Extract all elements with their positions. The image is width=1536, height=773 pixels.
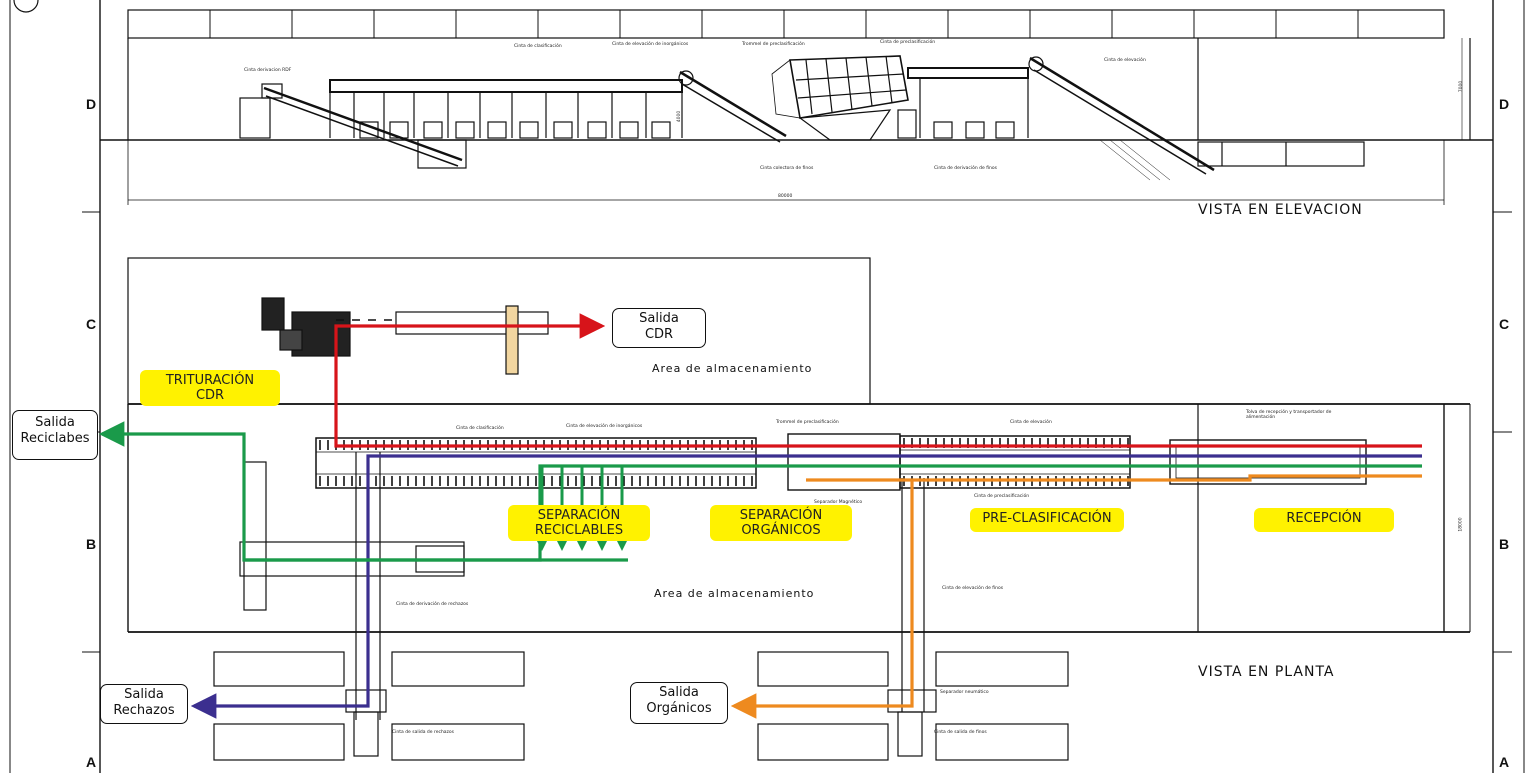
grid-letter-d-right: D — [1499, 96, 1510, 112]
plan-note-elevacion: Cinta de elevación — [1010, 420, 1052, 425]
dimension-height: 7000 — [1459, 80, 1465, 93]
elevation-view — [100, 9, 1493, 205]
plan-note-neumatico: Separador neumático — [940, 690, 989, 695]
flow-reciclables — [98, 421, 1422, 562]
dimension-width: 18000 — [1458, 517, 1464, 532]
grid-letter-c-left: C — [86, 316, 97, 332]
elevation-note-clasificacion: Cinta de clasificación — [514, 44, 562, 49]
flow-organicos — [730, 474, 1422, 719]
plan-note-preclasificacion: Cinta de preclasificación — [974, 494, 1030, 499]
elevation-note-colectora: Cinta colectora de finos — [760, 166, 814, 171]
plan-view — [127, 257, 1471, 761]
elevation-note-elev-inorg: Cinta de elevación de inorgánicos — [612, 42, 689, 47]
elevation-note-trommel: Trommel de preclasificación — [742, 42, 805, 47]
elevation-note-rdf: Cinta derivacion RDF — [244, 68, 292, 73]
storage-area-label-top: Area de almacenamiento — [652, 362, 813, 375]
grid-letter-a-left: A — [86, 754, 97, 770]
stage-separacion-organicos-label: SEPARACIÓN ORGÁNICOS — [710, 505, 852, 541]
grid-letter-b-right: B — [1499, 536, 1510, 552]
stage-pre-clasificacion-label: PRE-CLASIFICACIÓN — [970, 508, 1124, 532]
stage-separacion-reciclables-label: SEPARACIÓN RECICLABLES — [508, 505, 650, 541]
storage-area-label-bottom: Area de almacenamiento — [654, 587, 815, 600]
elevation-view-title: VISTA EN ELEVACION — [1198, 202, 1363, 218]
plan-view-title: VISTA EN PLANTA — [1198, 664, 1335, 680]
plan-note-trommel: Trommel de preclasificación — [776, 420, 839, 425]
dimension-elevator: 4000 — [677, 110, 683, 123]
grid-letter-c-right: C — [1499, 316, 1510, 332]
output-cdr-callout: Salida CDR — [612, 308, 706, 348]
grid-letter-a-right: A — [1499, 754, 1510, 770]
output-organicos-callout: Salida Orgánicos — [630, 682, 728, 724]
grid-letter-b-left: B — [86, 536, 97, 552]
elevation-note-preclas: Cinta de preclasificación — [880, 40, 936, 45]
plan-note-tolva: Tolva de recepción y transportador de al… — [1246, 410, 1332, 420]
plan-note-salida-finos: Cinta de salida de finos — [934, 730, 987, 735]
grid-letter-d-left: D — [86, 96, 97, 112]
flow-rechazos — [190, 454, 1422, 719]
output-reciclables-callout: Salida Reciclabes — [12, 410, 98, 460]
plan-note-elev-inorg: Cinta de elevación de inorgánicos — [566, 424, 643, 429]
elevation-roof-truss — [209, 10, 1359, 38]
elevation-note-derivacion-finos: Cinta de derivación de finos — [934, 166, 997, 171]
stage-recepcion-label: RECEPCIÓN — [1254, 508, 1394, 532]
flow-cdr — [334, 313, 1422, 448]
elevation-note-elevacion: Cinta de elevación — [1104, 58, 1146, 63]
plan-note-salida-rechazos: Cinta de salida de rechazos — [392, 730, 455, 735]
plan-note-derivacion-rechazos: Cinta de derivación de rechazos — [396, 602, 469, 607]
conveyor-roller-hatching — [319, 319, 1129, 486]
plan-note-magnetico: Separador Magnético — [814, 500, 863, 505]
stage-trituracion-label: TRITURACIÓN CDR — [140, 370, 280, 406]
dimension-length: 80000 — [778, 194, 793, 199]
plan-note-elev-finos: Cinta de elevación de finos — [942, 586, 1004, 591]
plan-note-clasificacion: Cinta de clasificación — [456, 426, 504, 431]
output-rechazos-callout: Salida Rechazos — [100, 684, 188, 724]
